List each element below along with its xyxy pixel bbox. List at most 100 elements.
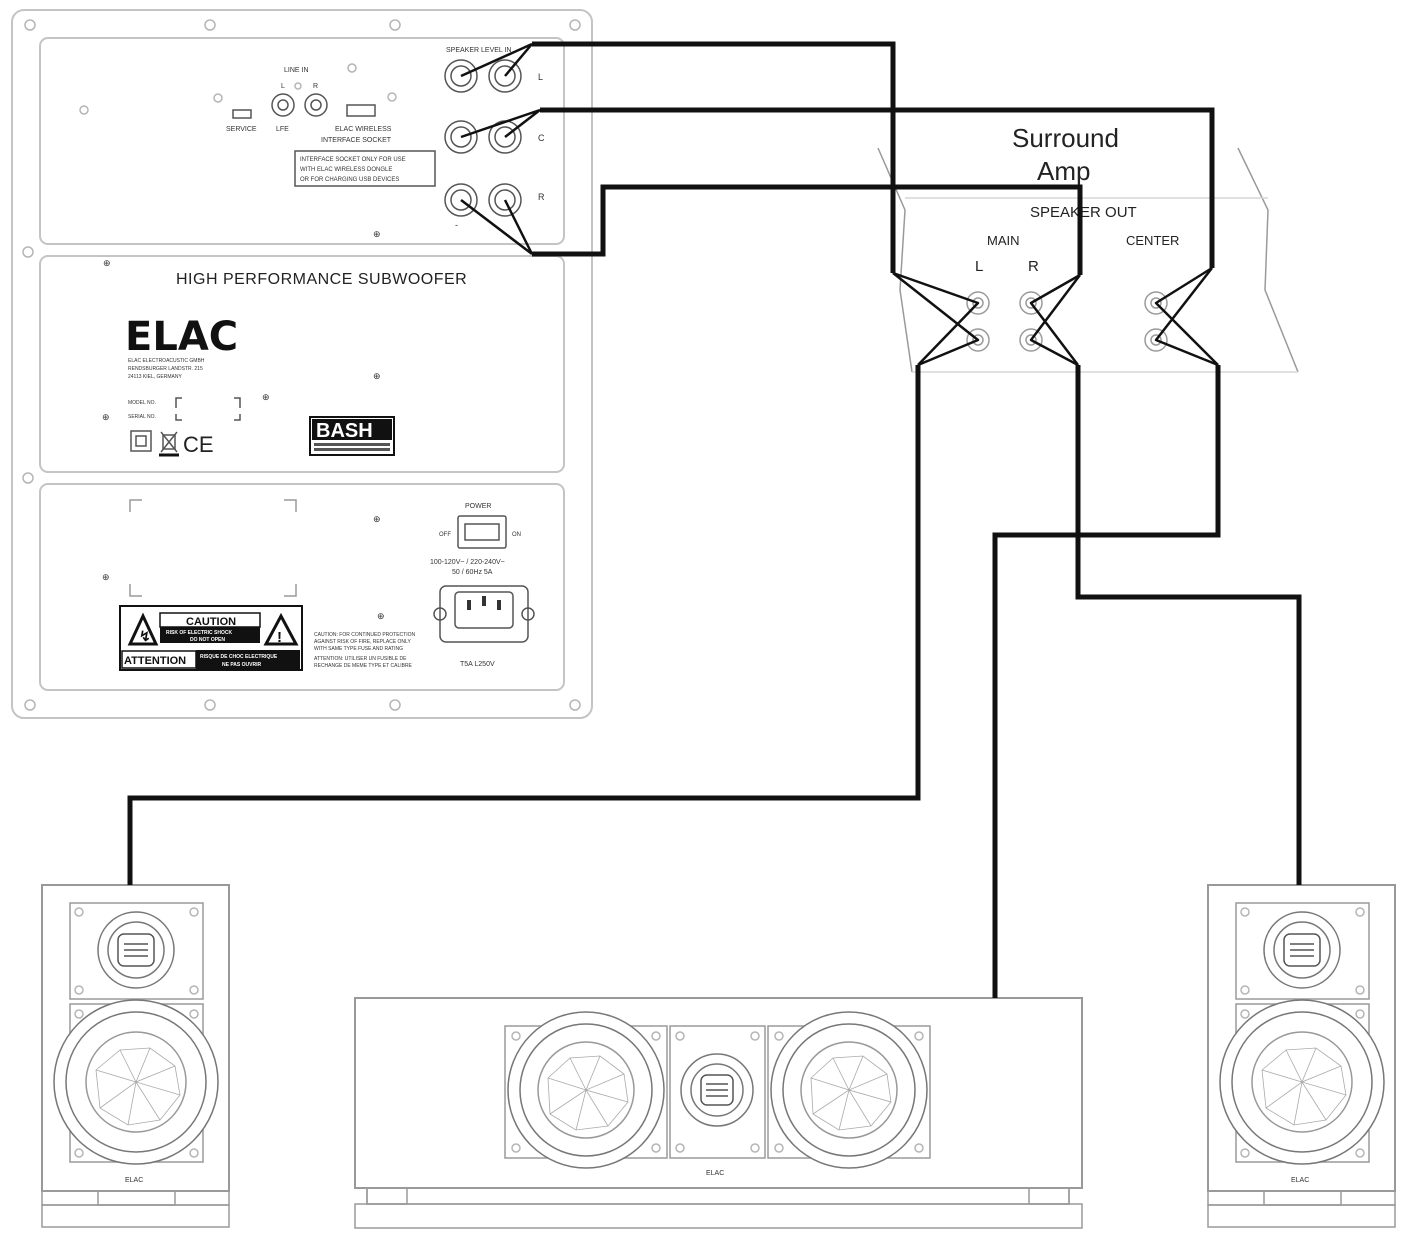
cable-sub-c-to-amp-center bbox=[540, 107, 1215, 268]
power-switch bbox=[457, 515, 507, 549]
wire-amp-main-l-top bbox=[892, 271, 980, 366]
surround-amp: Surround Amp SPEAKER OUT MAIN CENTER L R bbox=[877, 123, 1299, 373]
ce-mark: CE bbox=[183, 432, 214, 457]
cable-amp-r-to-right-speaker bbox=[1075, 365, 1302, 885]
exclamation-glyph: ! bbox=[277, 629, 282, 646]
right-speaker-tweeter bbox=[1263, 911, 1341, 989]
weee-bin-icon bbox=[159, 431, 179, 457]
screw-icon: ⊕ bbox=[102, 572, 110, 582]
address-line-3: 24113 KIEL, GERMANY bbox=[128, 374, 182, 380]
wire-sub-r-split bbox=[460, 199, 534, 255]
caution-label-block: ↯ ! CAUTION RISK OF ELECTRIC SHOCK DO NO… bbox=[119, 605, 303, 671]
left-speaker: ELAC bbox=[41, 884, 230, 1228]
speaker-level-label: SPEAKER LEVEL IN bbox=[446, 47, 512, 54]
wire-sub-c-split bbox=[460, 108, 541, 139]
svg-text:BASH: BASH bbox=[316, 420, 373, 442]
right-speaker-badge: ELAC bbox=[1291, 1177, 1309, 1184]
wireless-label-2: INTERFACE SOCKET bbox=[321, 137, 392, 144]
screw-icon: ⊕ bbox=[262, 392, 270, 402]
class2-icon bbox=[130, 430, 152, 452]
amp-terminal-center bbox=[1144, 291, 1168, 352]
center-speaker-tweeter bbox=[680, 1053, 754, 1127]
right-speaker: ELAC bbox=[1207, 884, 1396, 1228]
channel-c-label: C bbox=[538, 133, 545, 143]
screw-icon: ⊕ bbox=[373, 371, 381, 381]
brand-section: ⊕ HIGH PERFORMANCE SUBWOOFER ELAC ELAC E… bbox=[39, 255, 565, 473]
warning-icon bbox=[263, 612, 299, 646]
wire-amp-main-r-top bbox=[1029, 273, 1081, 366]
bash-logo: BASH bbox=[309, 416, 395, 456]
voltage-label-1: 100-120V~ / 220-240V~ bbox=[430, 559, 505, 566]
amp-title-1: Surround bbox=[1012, 123, 1119, 153]
center-speaker-badge: ELAC bbox=[706, 1170, 724, 1177]
attention-text: ATTENTION bbox=[124, 655, 186, 667]
line-in-l-label: L bbox=[281, 83, 285, 90]
wire-amp-center-bottom bbox=[1154, 267, 1219, 367]
center-speaker: ELAC bbox=[354, 997, 1083, 1229]
amp-title-2: Amp bbox=[1037, 156, 1090, 186]
subwoofer-back-plate: SPEAKER LEVEL IN L C R - LINE IN L R bbox=[11, 9, 593, 719]
wireless-note-box bbox=[294, 150, 436, 187]
center-speaker-woofer-left bbox=[507, 1011, 665, 1169]
screw-icon: ⊕ bbox=[373, 514, 381, 524]
right-speaker-woofer bbox=[1219, 999, 1385, 1165]
line-in-r-label: R bbox=[313, 83, 318, 90]
wireless-note-1: INTERFACE SOCKET ONLY FOR USE bbox=[300, 157, 406, 163]
power-off-label: OFF bbox=[439, 532, 451, 538]
input-section: SPEAKER LEVEL IN L C R - LINE IN L R bbox=[39, 37, 565, 245]
address-line-2: RENDSBURGER LANDSTR. 215 bbox=[128, 366, 203, 372]
address-line-1: ELAC ELECTROACUSTIC GMBH bbox=[128, 358, 205, 364]
fuse-note-3: WITH SAME TYPE FUSE AND RATING bbox=[314, 646, 403, 652]
amp-terminal-main-l bbox=[966, 291, 990, 352]
power-section: ⊕ ⊕ ⊕ POWER OFF ON 100-120V~ / 220-240V~… bbox=[39, 483, 565, 691]
caution-subtext-1: RISK OF ELECTRIC SHOCK bbox=[166, 630, 233, 636]
usb-socket bbox=[346, 104, 376, 117]
fuse-label: T5A L250V bbox=[460, 661, 495, 668]
fuse-note-2: AGAINST RISK OF FIRE, REPLACE ONLY bbox=[314, 639, 411, 645]
speaker-terminal-r bbox=[444, 183, 522, 217]
center-speaker-woofer-right bbox=[770, 1011, 928, 1169]
service-label: SERVICE bbox=[226, 126, 257, 133]
attention-subtext-2: NE PAS OUVRIR bbox=[222, 662, 261, 668]
left-speaker-tweeter bbox=[97, 911, 175, 989]
fuse-note-4: ATTENTION: UTILISER UN FUSIBLE DE bbox=[314, 656, 407, 662]
attention-subtext-1: RISQUE DE CHOC ELECTRIQUE bbox=[200, 654, 278, 660]
subwoofer-title: HIGH PERFORMANCE SUBWOOFER bbox=[176, 271, 467, 288]
wireless-note-3: OR FOR CHARGING USB DEVICES bbox=[300, 177, 399, 183]
minus-sign: - bbox=[455, 220, 458, 230]
screw-icon: ⊕ bbox=[102, 412, 110, 422]
screw-icon: ⊕ bbox=[373, 229, 381, 239]
amp-r-label: R bbox=[1028, 258, 1039, 275]
power-label: POWER bbox=[465, 503, 491, 510]
cable-sub-l-to-amp-main-l bbox=[532, 41, 896, 273]
center-label: CENTER bbox=[1126, 233, 1179, 248]
power-on-label: ON bbox=[512, 532, 521, 538]
service-port bbox=[232, 109, 252, 119]
speaker-out-label: SPEAKER OUT bbox=[1030, 204, 1137, 221]
wire-sub-l-split bbox=[460, 42, 533, 78]
cable-amp-center-to-center-speaker bbox=[992, 365, 1221, 998]
fuse-note-1: CAUTION: FOR CONTINUED PROTECTION bbox=[314, 632, 416, 638]
lfe-label: LFE bbox=[276, 126, 289, 133]
screw-icon: ⊕ bbox=[103, 258, 111, 268]
channel-l-label: L bbox=[538, 72, 543, 82]
channel-r-label: R bbox=[538, 192, 545, 202]
model-no-label: MODEL NO. bbox=[128, 400, 156, 406]
amp-terminal-main-r bbox=[1019, 291, 1043, 352]
wireless-label-1: ELAC WIRELESS bbox=[335, 126, 392, 133]
wireless-note-2: WITH ELAC WIRELESS DONGLE bbox=[300, 167, 392, 173]
left-speaker-badge: ELAC bbox=[125, 1177, 143, 1184]
cables bbox=[127, 41, 1302, 998]
left-speaker-woofer bbox=[53, 999, 219, 1165]
voltage-label-2: 50 / 60Hz 5A bbox=[452, 569, 493, 576]
caution-text: CAUTION bbox=[186, 616, 236, 628]
wire-amp-main-r-bottom bbox=[1029, 274, 1081, 367]
lfe-rca-jacks bbox=[271, 93, 328, 117]
wire-amp-main-l-bottom bbox=[892, 272, 980, 367]
iec-power-inlet bbox=[433, 585, 535, 643]
power-switch-rocker bbox=[464, 523, 500, 541]
cable-amp-l-to-left-speaker bbox=[127, 365, 921, 885]
fuse-note-5: RECHANGE DE MEME TYPE ET CALIBRE bbox=[314, 663, 413, 669]
serial-no-label: SERIAL NO. bbox=[128, 414, 156, 420]
